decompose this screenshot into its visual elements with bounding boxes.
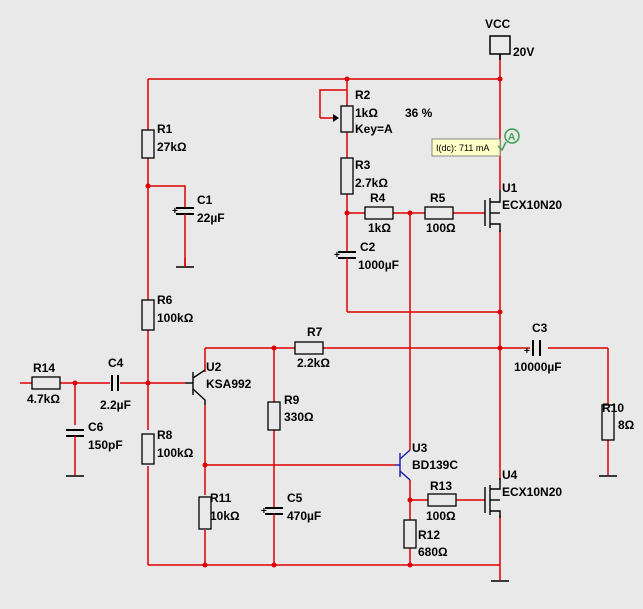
label-r9-ref: R9	[284, 393, 300, 407]
label-c2-ref: C2	[360, 240, 376, 254]
mosfet-u4[interactable]	[484, 478, 501, 518]
label-r6-value: 100kΩ	[157, 311, 194, 325]
svg-text:+: +	[261, 506, 267, 517]
label-c4-ref: C4	[108, 356, 124, 370]
label-r5-ref: R5	[430, 191, 446, 205]
current-probe[interactable]: I(dc): 711 mA A	[431, 128, 520, 157]
label-r11-ref: R11	[210, 491, 232, 505]
svg-text:+: +	[172, 206, 178, 217]
resistor-r7[interactable]	[294, 341, 324, 355]
label-c2-value: 1000µF	[358, 258, 399, 272]
resistor-r13[interactable]	[427, 493, 457, 507]
label-u2-ref: U2	[206, 360, 222, 374]
label-r14-ref: R14	[33, 361, 55, 375]
label-r11-value: 10kΩ	[210, 509, 240, 523]
vcc-label: VCC	[485, 17, 511, 31]
label-r9-value: 330Ω	[284, 410, 314, 424]
label-r12-ref: R12	[418, 528, 440, 542]
label-c3-value: 10000µF	[514, 360, 562, 374]
resistor-r3[interactable]	[340, 157, 354, 195]
resistor-r10[interactable]	[601, 404, 615, 441]
label-r14-value: 4.7kΩ	[27, 392, 60, 406]
label-r8-ref: R8	[157, 428, 173, 442]
label-r10-ref: R10	[602, 401, 624, 415]
label-u1-ref: U1	[502, 181, 518, 195]
label-r5-value: 100Ω	[426, 221, 456, 235]
resistor-r8[interactable]	[141, 433, 155, 465]
label-r13-value: 100Ω	[426, 509, 456, 523]
label-r3-ref: R3	[355, 158, 371, 172]
label-u2-value: KSA992	[206, 377, 252, 391]
label-r4-value: 1kΩ	[368, 221, 391, 235]
label-r2-value: 1kΩ	[355, 106, 378, 120]
label-r4-ref: R4	[370, 191, 386, 205]
resistor-r6[interactable]	[141, 299, 155, 331]
label-u3-ref: U3	[412, 441, 428, 455]
label-r10-value: 8Ω	[618, 418, 635, 432]
vcc-source[interactable]: VCC 20V	[485, 17, 534, 60]
label-u4-value: ECX10N20	[502, 485, 562, 499]
label-r2-setting: 36 %	[405, 106, 433, 120]
label-c1-value: 22µF	[197, 211, 225, 225]
junctions	[72, 76, 503, 568]
cap-leads	[74, 214, 348, 522]
resistor-r9[interactable]	[267, 401, 281, 431]
svg-text:+: +	[334, 250, 340, 261]
label-c1-ref: C1	[197, 193, 213, 207]
mosfet-u1[interactable]	[484, 190, 501, 232]
label-u3-value: BD139C	[412, 458, 458, 472]
polarity-marks: + + + +	[172, 206, 530, 517]
label-r2-ref: R2	[355, 88, 371, 102]
label-r7-ref: R7	[307, 325, 323, 339]
label-r6-ref: R6	[157, 293, 173, 307]
svg-text:+: +	[524, 346, 530, 357]
label-c5-value: 470µF	[287, 509, 321, 523]
resistor-r12[interactable]	[403, 519, 417, 549]
label-r13-ref: R13	[430, 479, 452, 493]
label-u1-value: ECX10N20	[502, 198, 562, 212]
label-c6-ref: C6	[88, 420, 104, 434]
resistor-r4[interactable]	[364, 206, 394, 220]
resistor-r11[interactable]	[198, 496, 212, 530]
wires	[20, 55, 609, 580]
label-r3-value: 2.7kΩ	[355, 176, 388, 190]
label-r2-key: Key=A	[355, 122, 393, 136]
resistor-r2[interactable]	[340, 105, 354, 133]
label-r7-value: 2.2kΩ	[297, 356, 330, 370]
ammeter-icon	[504, 128, 520, 144]
label-r1-value: 27kΩ	[157, 140, 187, 154]
wiper-arrow-icon	[333, 114, 339, 122]
label-r12-value: 680Ω	[418, 545, 448, 559]
transistor-u2[interactable]	[185, 369, 206, 405]
probe-label: A	[508, 132, 515, 143]
label-u4-ref: U4	[502, 468, 518, 482]
label-c4-value: 2.2µF	[100, 398, 131, 412]
label-c5-ref: C5	[287, 491, 303, 505]
resistor-r1[interactable]	[141, 129, 155, 159]
component-labels: R1 27kΩ R2 1kΩ 36 % Key=A R3 2.7kΩ R4 1k…	[27, 88, 635, 559]
label-c3-ref: C3	[532, 321, 548, 335]
resistor-r14[interactable]	[31, 376, 61, 390]
probe-reading: I(dc): 711 mA	[436, 143, 489, 153]
label-r8-value: 100kΩ	[157, 446, 194, 460]
vcc-value: 20V	[513, 45, 534, 59]
label-r1-ref: R1	[157, 122, 173, 136]
resistor-r5[interactable]	[424, 206, 454, 220]
transistor-u3[interactable]	[395, 449, 411, 481]
label-c6-value: 150pF	[88, 438, 123, 452]
